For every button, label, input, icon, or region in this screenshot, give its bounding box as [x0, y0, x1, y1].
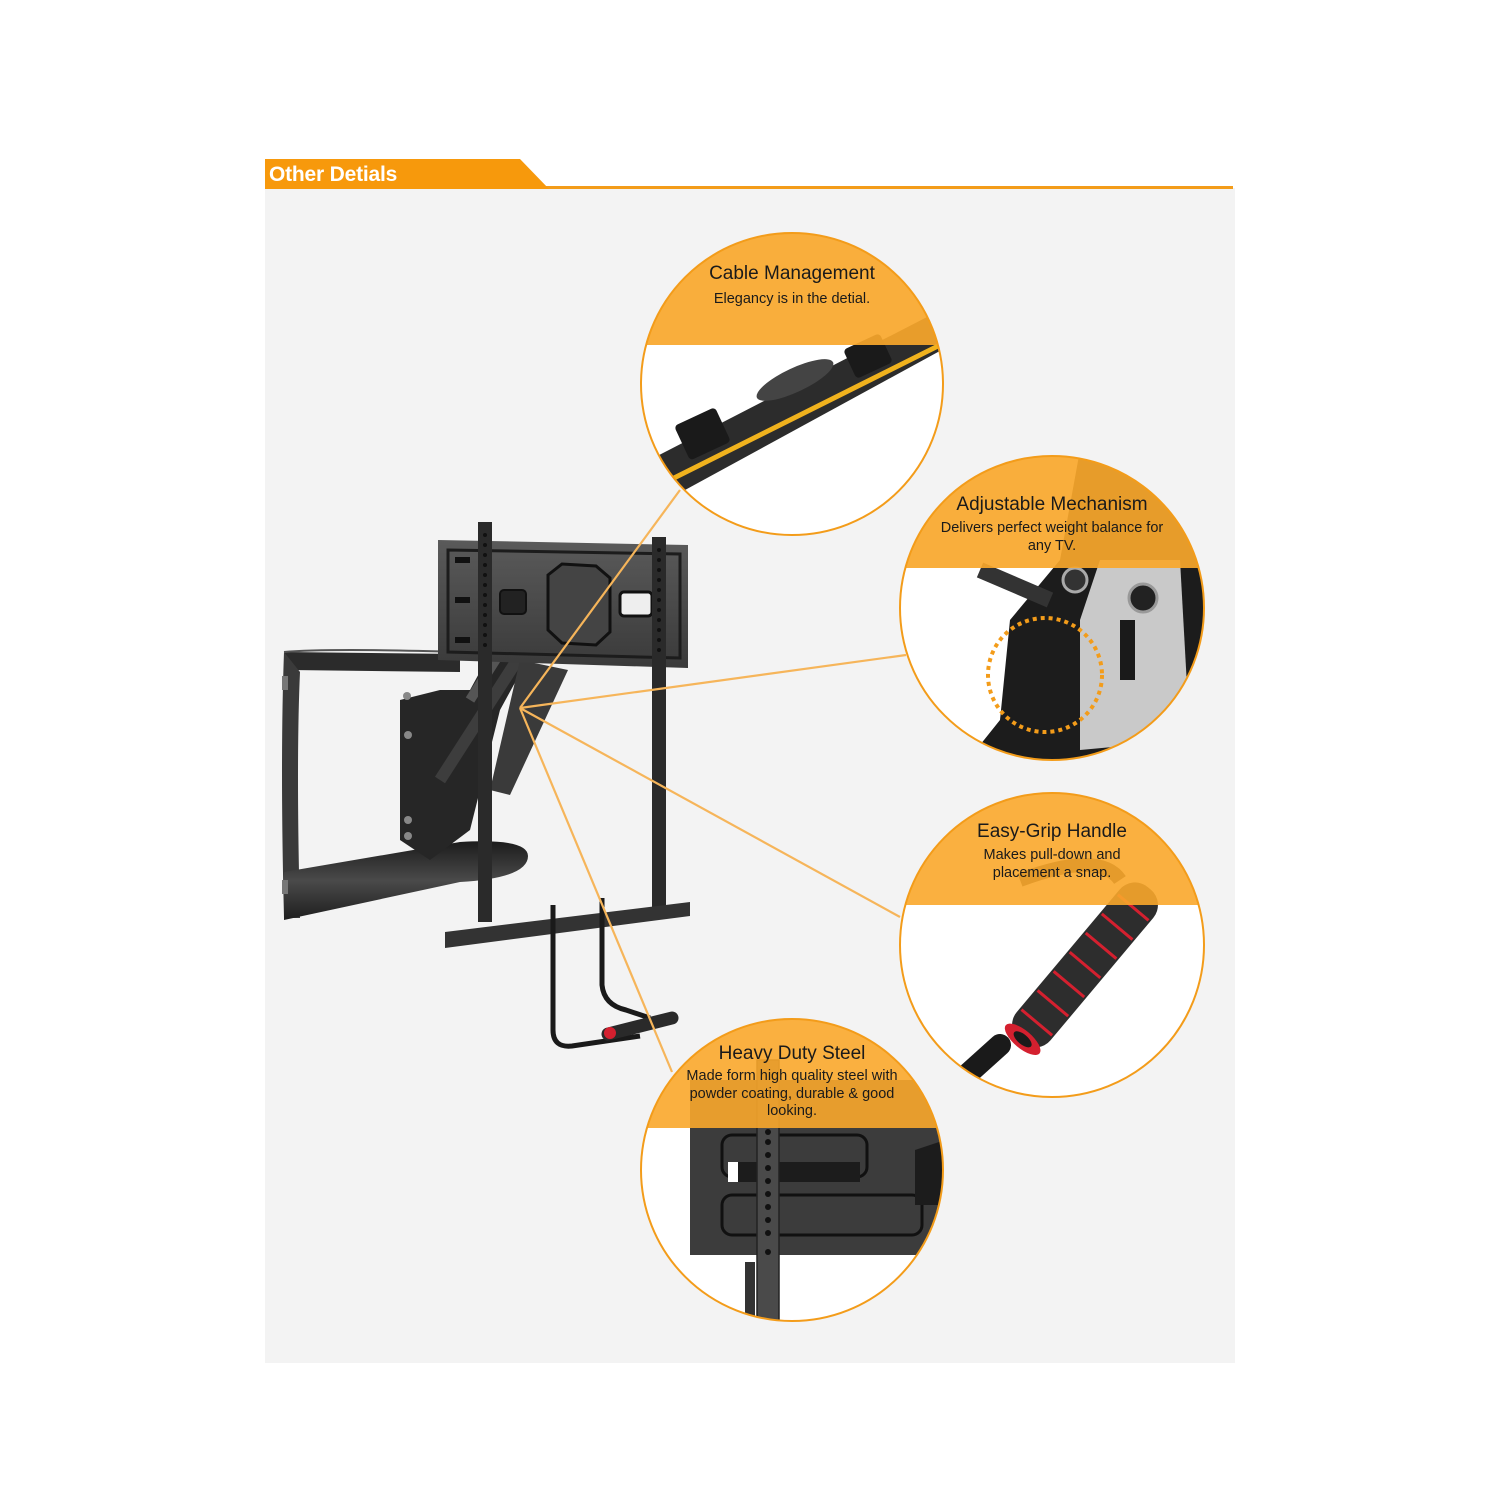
feature-description: Made form high quality steel with powder…	[686, 1068, 898, 1119]
feature-adjustable-mechanism: Adjustable Mechanism Delivers perfect we…	[932, 494, 1172, 555]
feature-heavy-duty-steel: Heavy Duty Steel Made form high quality …	[680, 1043, 904, 1121]
section-title: Other Detials	[269, 163, 398, 186]
tv-mount-image	[282, 522, 690, 1049]
connector-lines	[518, 489, 907, 1073]
header-underline	[265, 186, 1233, 189]
feature-title: Cable Management	[709, 263, 875, 284]
feature-title: Adjustable Mechanism	[956, 494, 1148, 515]
feature-title: Heavy Duty Steel	[718, 1043, 866, 1064]
feature-description: Elegancy is in the detial.	[713, 291, 871, 307]
feature-title: Easy-Grip Handle	[977, 821, 1127, 842]
feature-easy-grip-handle: Easy-Grip Handle Makes pull-down and pla…	[962, 821, 1142, 882]
feature-description: Makes pull-down and placement a snap.	[983, 847, 1121, 881]
callout-easy-grip-handle	[899, 792, 1205, 1098]
feature-cable-management: Cable Management Elegancy is in the deti…	[672, 263, 912, 309]
feature-description: Delivers perfect weight balance for any …	[940, 520, 1164, 554]
callout-heavy-duty-steel	[640, 1018, 944, 1322]
section-header-tab	[265, 159, 549, 189]
